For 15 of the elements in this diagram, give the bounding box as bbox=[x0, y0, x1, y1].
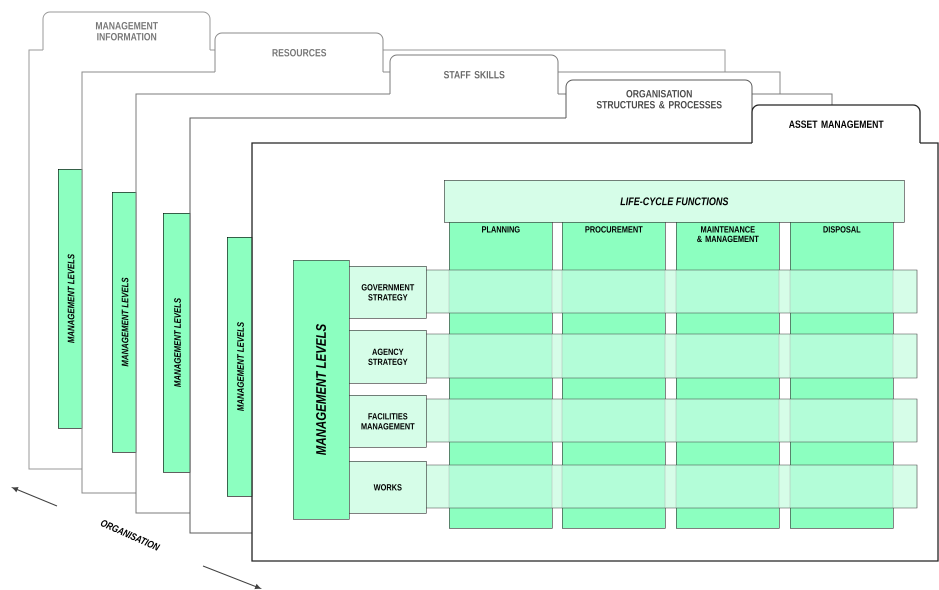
row-label-box: AGENCY STRATEGY bbox=[349, 330, 427, 384]
folder-tab: RESOURCES bbox=[214, 32, 384, 72]
side-bar: MANAGEMENT LEVELS bbox=[58, 169, 83, 429]
row-label-box: FACILITIES MANAGEMENT bbox=[349, 395, 427, 448]
folder-tab: STAFF SKILLS bbox=[390, 54, 558, 94]
folder-tab: ASSET MANAGEMENT bbox=[751, 104, 921, 143]
row-label-box: GOVERNMENT STRATEGY bbox=[349, 266, 427, 319]
folder-tab: MANAGEMENT INFORMATION bbox=[42, 12, 210, 50]
row-label-box: WORKS bbox=[349, 461, 427, 514]
side-bar: MANAGEMENT LEVELS bbox=[293, 260, 350, 520]
side-bar: MANAGEMENT LEVELS bbox=[163, 213, 191, 473]
side-bar: MANAGEMENT LEVELS bbox=[227, 237, 253, 497]
folder-tab: ORGANISATION STRUCTURES & PROCESSES bbox=[566, 80, 752, 118]
side-bar: MANAGEMENT LEVELS bbox=[112, 192, 137, 453]
header-box: LIFE-CYCLE FUNCTIONS bbox=[444, 180, 905, 223]
